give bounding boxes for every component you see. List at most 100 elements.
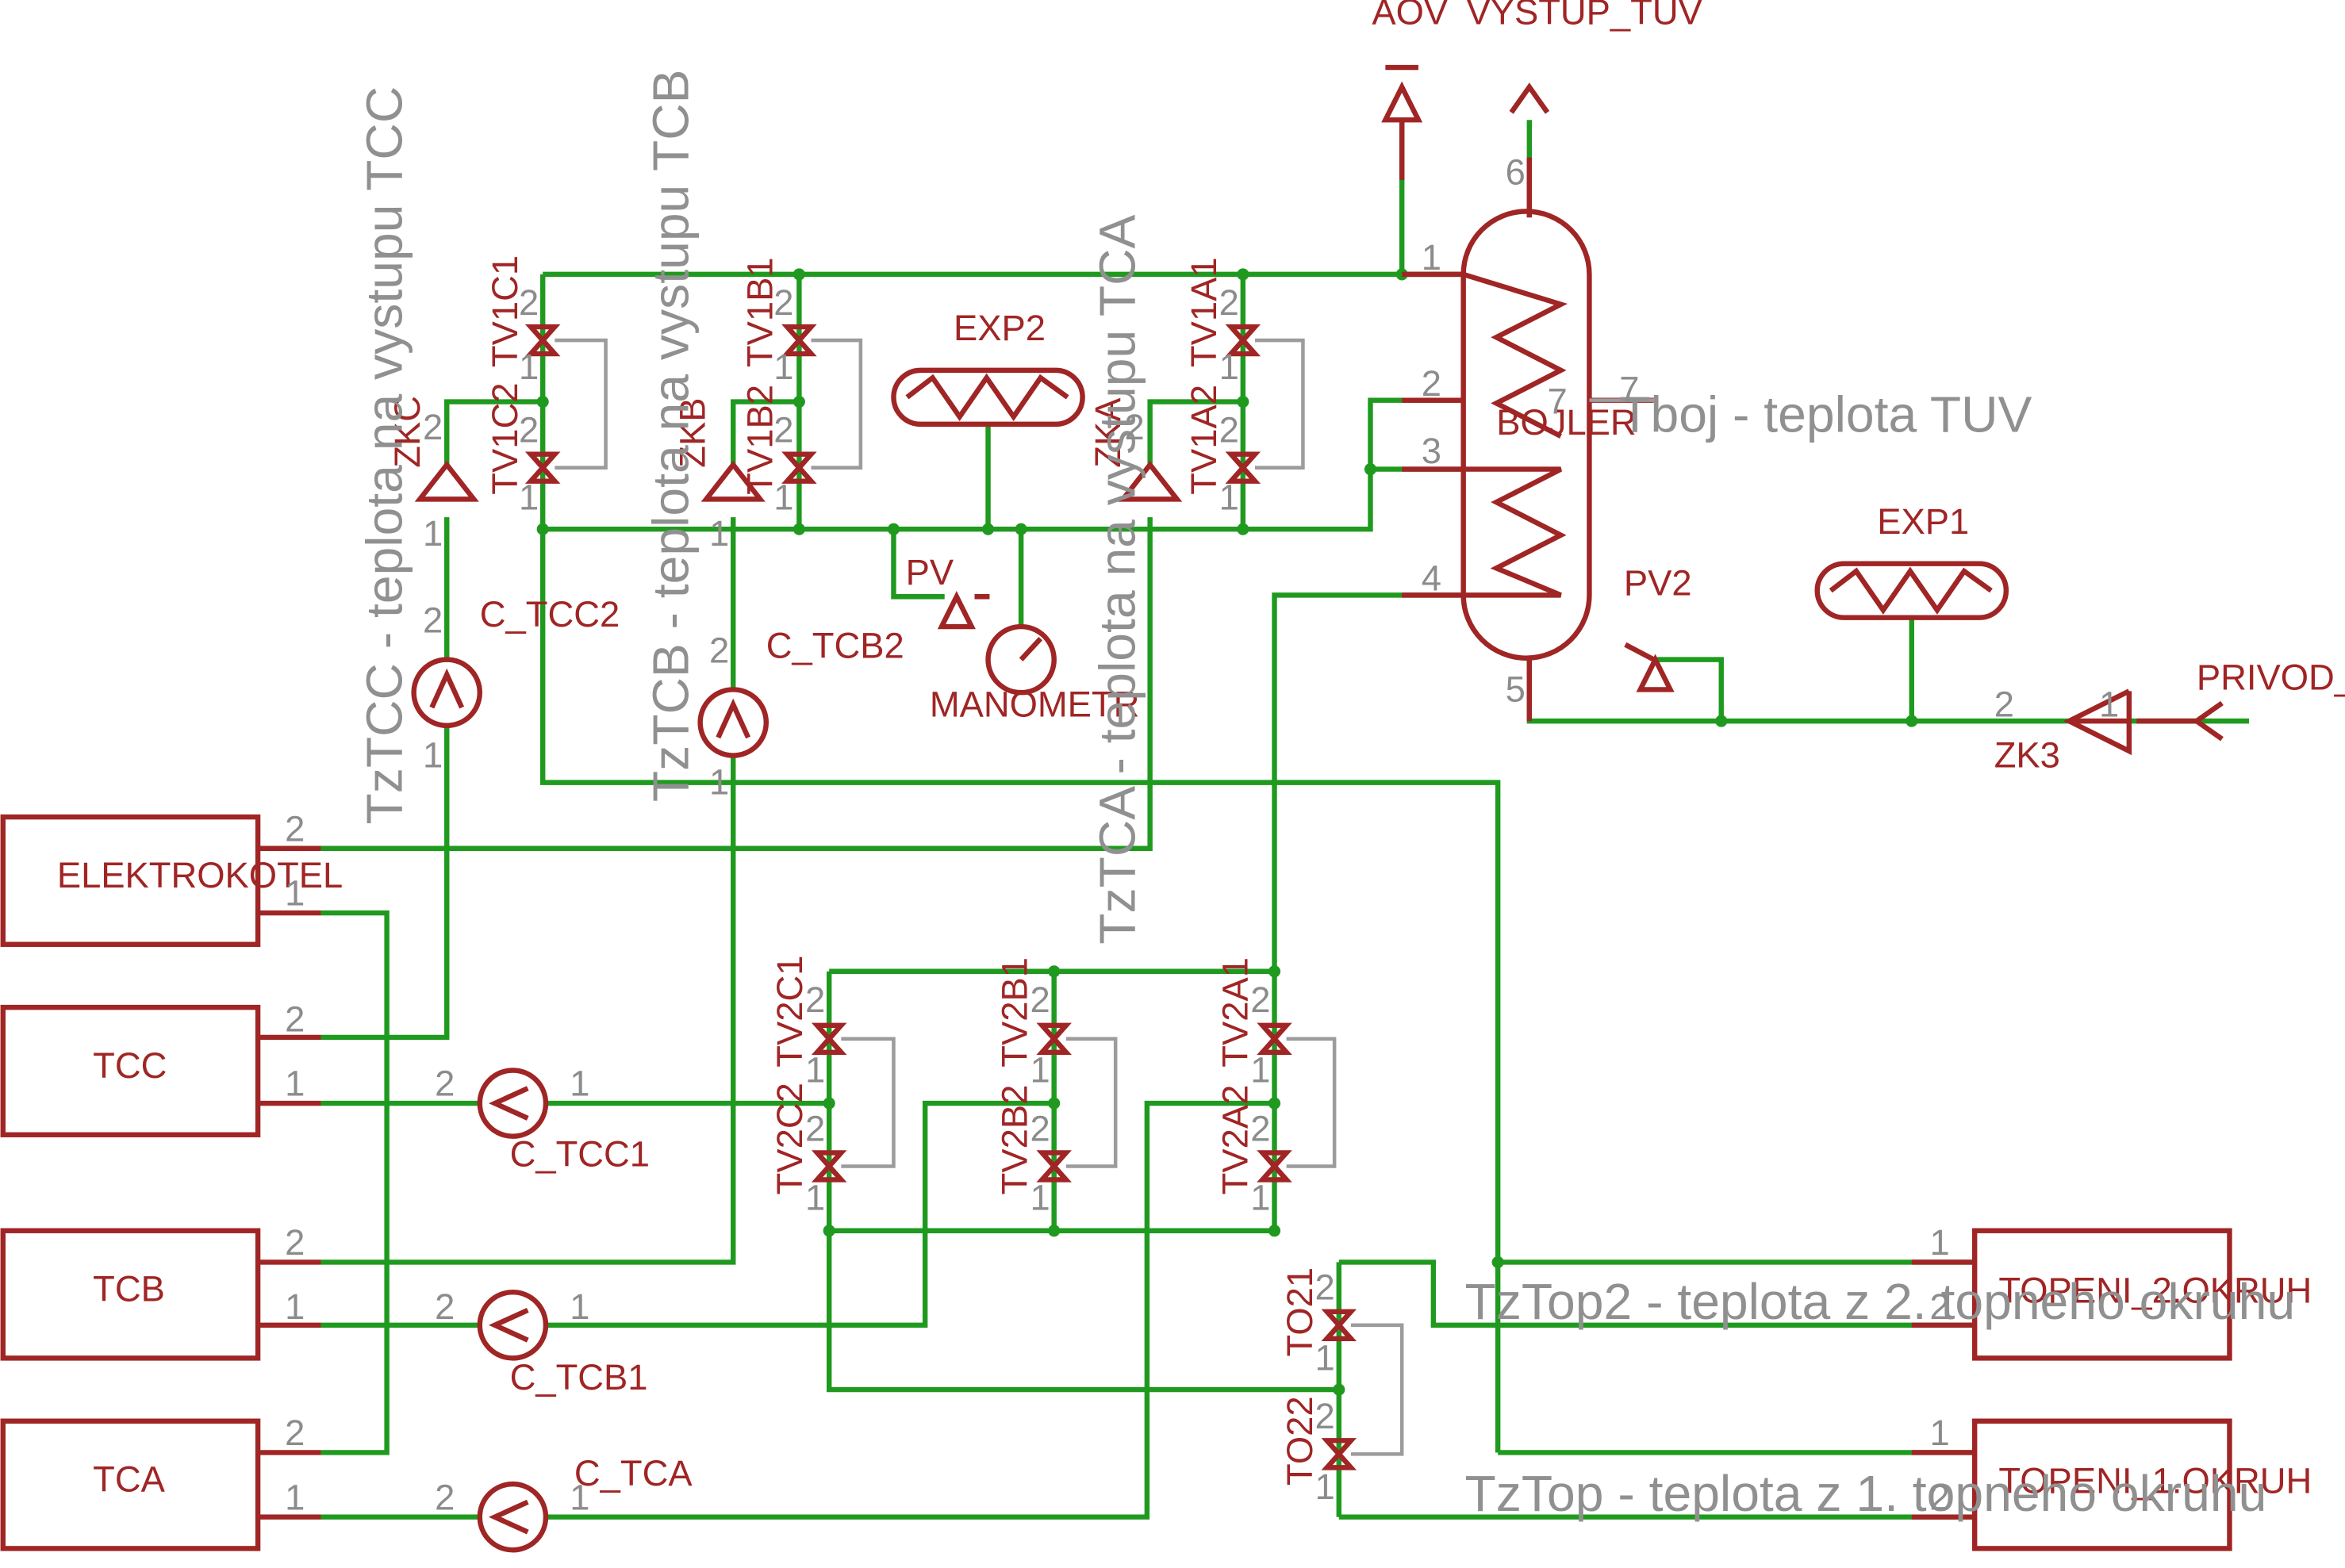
zka-label: ZKA xyxy=(1088,397,1128,468)
exp1-label: EXP1 xyxy=(1877,501,1969,542)
pin-number: 1 xyxy=(805,1177,825,1217)
pin-stubs xyxy=(258,120,2197,1520)
zkc-label: ZKC xyxy=(387,396,428,468)
privod-suv-label: PRIVOD_SUV xyxy=(2197,657,2345,697)
tca-block xyxy=(0,1418,261,1551)
pin-number: 1 xyxy=(570,1477,589,1517)
tv2b1-label: TV2B1 xyxy=(995,957,1035,1068)
pin-number: 2 xyxy=(773,282,793,323)
pin-number: 2 xyxy=(1030,1108,1050,1148)
tv1c2-label: TV1C2 xyxy=(485,383,525,495)
c-tcb1-label: C_TCB1 xyxy=(510,1357,648,1397)
pin-number: 2 xyxy=(1315,1396,1335,1436)
zk3-label: ZK3 xyxy=(1994,735,2060,776)
tv2a1-label: TV2A1 xyxy=(1215,957,1256,1068)
pumps xyxy=(411,657,770,1553)
rotated-labels: TV1C1 TV1C2 TV1B1 TV1B2 TV1A1 TV1A2 TV2C… xyxy=(387,255,1320,1486)
gate-valves xyxy=(524,324,1357,1470)
pin-number: 2 xyxy=(1250,980,1270,1020)
tcb-label: TCB xyxy=(93,1269,165,1309)
pin-number: 2 xyxy=(709,630,729,670)
pin-number: 1 xyxy=(285,1286,305,1327)
pin-number: 1 xyxy=(805,1050,825,1091)
privod-arrow xyxy=(2192,700,2224,742)
exp2-symbol xyxy=(891,367,1085,427)
pin-number: 1 xyxy=(773,477,793,518)
elektrokotel-label: ELEKTROKOTEL xyxy=(57,855,343,895)
pin-number: 1 xyxy=(423,513,443,554)
pin-number: 1 xyxy=(1315,1338,1335,1378)
exp1-symbol xyxy=(1814,561,2009,620)
tv1b1-label: TV1B1 xyxy=(739,257,780,367)
topeni1-label: TOPENI_1.OKRUH xyxy=(1998,1460,2312,1501)
pin-number: 1 xyxy=(519,477,539,518)
pv2-symbol xyxy=(1624,642,1675,692)
tboj-annotation: Tboj - teplota TUV xyxy=(1619,385,2032,443)
pin-number: 6 xyxy=(1506,151,1526,192)
pin-number: 2 xyxy=(519,282,539,323)
source-blocks xyxy=(0,814,2232,1551)
pin-number: 2 xyxy=(1219,410,1239,450)
elektrokotel-block xyxy=(0,814,261,947)
pin-number: 1 xyxy=(709,762,729,803)
pin-number: 2 xyxy=(285,999,305,1039)
pin-numbers: 2 1 2 1 2 1 2 1 1 2 1 2 1 2 3 4 5 6 7 7 … xyxy=(285,151,2119,1517)
annotations: Tboj - teplota TUV TzTCC - teplota na vy… xyxy=(356,70,2296,1523)
aov-symbol xyxy=(1381,64,1423,123)
pv-symbol xyxy=(937,591,990,630)
pin-number: 1 xyxy=(1250,1050,1270,1091)
tcb-block xyxy=(0,1228,261,1361)
pin-number: 1 xyxy=(285,1477,305,1517)
pin-number: 4 xyxy=(1422,558,1441,599)
tca-label: TCA xyxy=(93,1459,165,1500)
pin-number: 1 xyxy=(1422,237,1441,278)
c-tcc1-label: C_TCC1 xyxy=(510,1133,650,1174)
tv2c2-label: TV2C2 xyxy=(770,1083,810,1194)
pin-number: 1 xyxy=(285,1064,305,1104)
pin-number: 1 xyxy=(519,347,539,387)
pin-number: 1 xyxy=(2099,684,2119,724)
vystup-arrow xyxy=(1509,82,1550,114)
pin-number: 1 xyxy=(773,347,793,387)
tv1a1-label: TV1A1 xyxy=(1184,257,1224,367)
pin-number: 1 xyxy=(285,873,305,914)
pin-number: 2 xyxy=(1929,1286,1949,1327)
pin-number: 2 xyxy=(435,1064,455,1104)
component-labels: AOV VYSTUP_TUV PRIVOD_SUV ZK3 EXP1 EXP2 … xyxy=(57,0,2345,1501)
bojler-label: BOJLER xyxy=(1496,402,1636,443)
tv1c1-label: TV1C1 xyxy=(485,255,525,367)
pin-number: 2 xyxy=(805,980,825,1020)
pv-label: PV xyxy=(906,552,954,592)
tztcc-annotation: TzTCC - teplota na vystupu TCC xyxy=(356,86,413,825)
tztop2-annotation: TzTop2 - teplota z 2. topneho okruhu xyxy=(1465,1273,2296,1330)
pin-number: 1 xyxy=(570,1286,589,1327)
tv2c1-label: TV2C1 xyxy=(770,956,810,1068)
pin-number: 2 xyxy=(1030,980,1050,1020)
zkb-label: ZKB xyxy=(672,397,712,467)
pin-number: 1 xyxy=(709,513,729,554)
tztca-annotation: TzTCA - teplota na vystupu TCA xyxy=(1089,214,1146,944)
manometr-symbol xyxy=(985,623,1057,696)
tv1b2-label: TV1B2 xyxy=(739,385,780,495)
pin-number: 2 xyxy=(773,410,793,450)
pin-number: 2 xyxy=(1219,282,1239,323)
pin-number: 2 xyxy=(1929,1477,1949,1517)
pin-number: 1 xyxy=(1030,1050,1050,1091)
topeni2-label: TOPENI_2.OKRUH xyxy=(1998,1270,2312,1310)
c-tcb2-label: C_TCB2 xyxy=(766,626,904,666)
pin-number: 1 xyxy=(1315,1466,1335,1507)
pin-number: 1 xyxy=(1219,477,1239,518)
pin-number: 1 xyxy=(423,735,443,776)
topeni2-block xyxy=(1971,1228,2232,1361)
topeni1-block xyxy=(1971,1418,2232,1551)
pin-number: 7 xyxy=(1548,381,1568,422)
pin-number: 1 xyxy=(1929,1413,1949,1453)
pin-number: 1 xyxy=(1250,1177,1270,1217)
pin-number: 1 xyxy=(1030,1177,1050,1217)
tztop-annotation: TzTop - teplota z 1. topneho okruhu xyxy=(1465,1465,2267,1522)
pv2-label: PV2 xyxy=(1624,562,1692,603)
pin-number: 2 xyxy=(805,1108,825,1148)
pin-number: 3 xyxy=(1422,431,1441,471)
pin-number: 2 xyxy=(1315,1267,1335,1308)
pin-number: 2 xyxy=(435,1286,455,1327)
